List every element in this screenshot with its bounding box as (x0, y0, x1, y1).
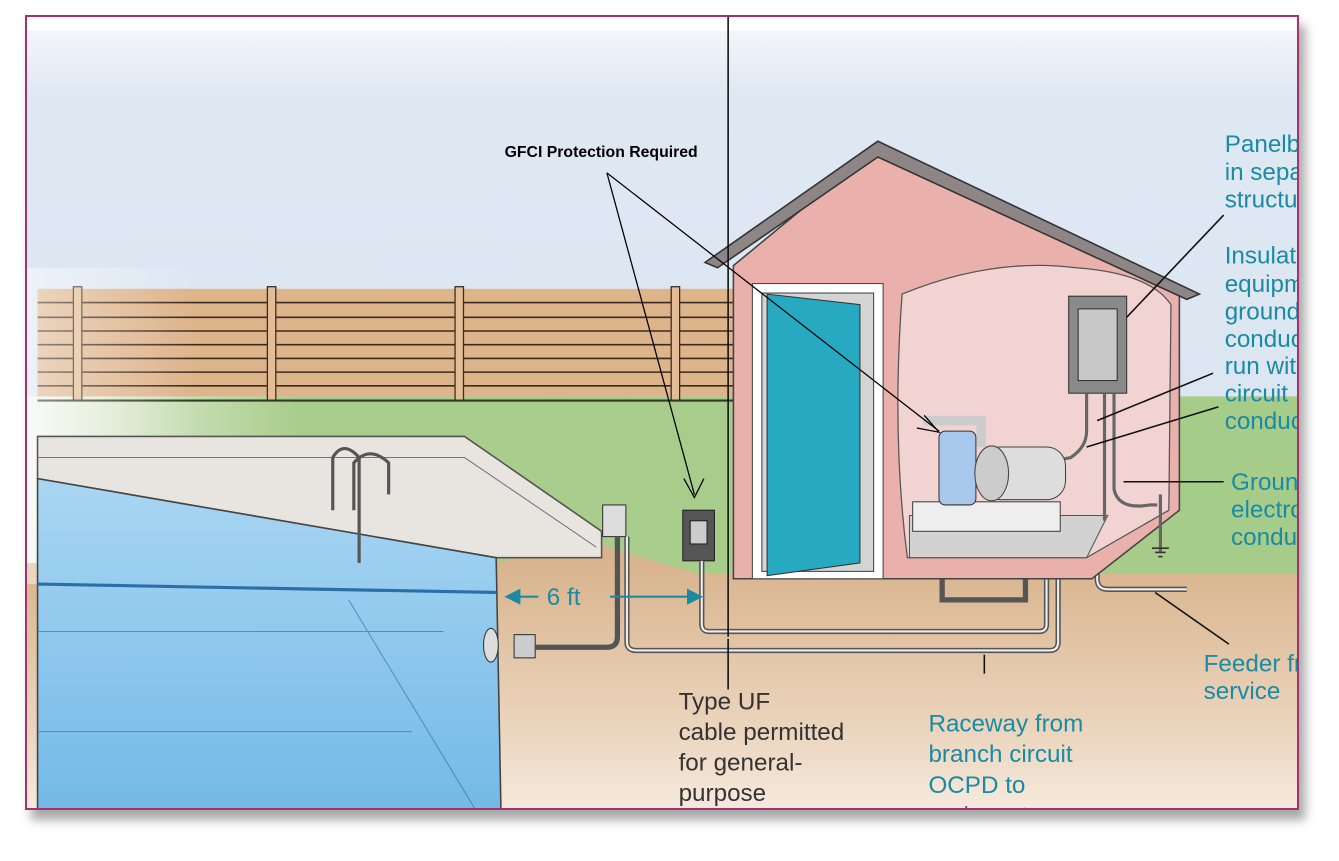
distance-label: 6 ft (547, 584, 581, 611)
gfci-leader-lines (606, 172, 941, 499)
raceway-label: Raceway from branch circuit OCPD to unde… (928, 711, 1090, 810)
six-foot-dimension (504, 588, 704, 605)
shed-roof (703, 140, 1202, 301)
panelboard-label: Panelboard in separate structure (1225, 131, 1299, 214)
diagram-frame: GFCI Protection Required 6 ft Panelboard… (25, 15, 1299, 810)
gfci-receptacle (682, 509, 715, 562)
feeder-label: Feeder from service (1204, 651, 1299, 705)
underwater-luminaire (482, 627, 536, 663)
shed-door (766, 293, 861, 577)
grounding-electrode-label: Grounding electrode conductor (1231, 469, 1299, 551)
uf-cable-label: Type UF cable permitted for general- pur… (679, 689, 851, 810)
junction-box (602, 504, 627, 538)
pool-ladder (331, 446, 391, 563)
ground-symbol-icon (1151, 547, 1169, 558)
pool-wiring-illustration: GFCI Protection Required 6 ft Panelboard… (27, 17, 1299, 810)
gfci-callout: GFCI Protection Required (505, 144, 698, 161)
pool-water (36, 477, 502, 808)
insulated-egc-label: Insulated equipment grounding conductor … (1225, 243, 1299, 436)
label-leader-lines (727, 17, 1230, 690)
pool-pump (912, 415, 1067, 532)
panelboard (1068, 295, 1128, 394)
